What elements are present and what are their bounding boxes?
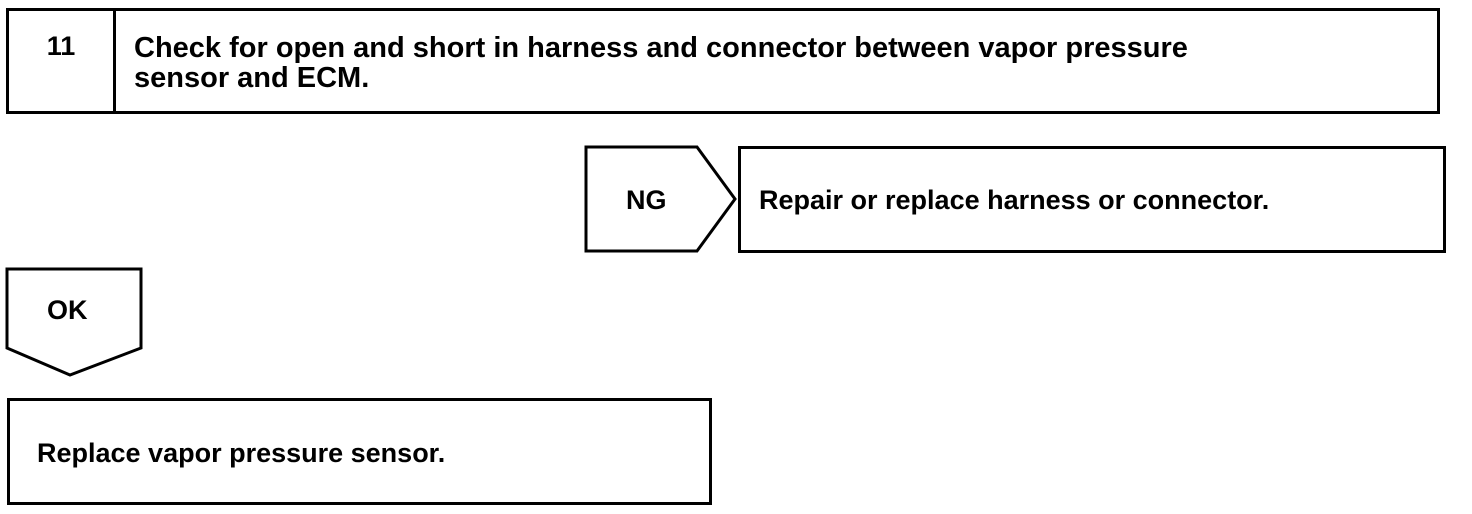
ng-label: NG [626, 185, 667, 215]
ok-action-text: Replace vapor pressure sensor. [37, 438, 446, 468]
step-box: 11 Check for open and short in harness a… [6, 8, 1440, 114]
ok-arrow-shape [5, 267, 143, 377]
step-title: Check for open and short in harness and … [134, 32, 1188, 94]
ok-label: OK [47, 295, 88, 325]
step-number: 11 [46, 31, 76, 61]
ng-action-box: Repair or replace harness or connector. [738, 146, 1446, 253]
step-number-cell: 11 [9, 11, 116, 111]
ok-action-box: Replace vapor pressure sensor. [7, 398, 712, 505]
ng-arrow-shape [584, 145, 737, 253]
ng-action-text: Repair or replace harness or connector. [759, 185, 1270, 215]
